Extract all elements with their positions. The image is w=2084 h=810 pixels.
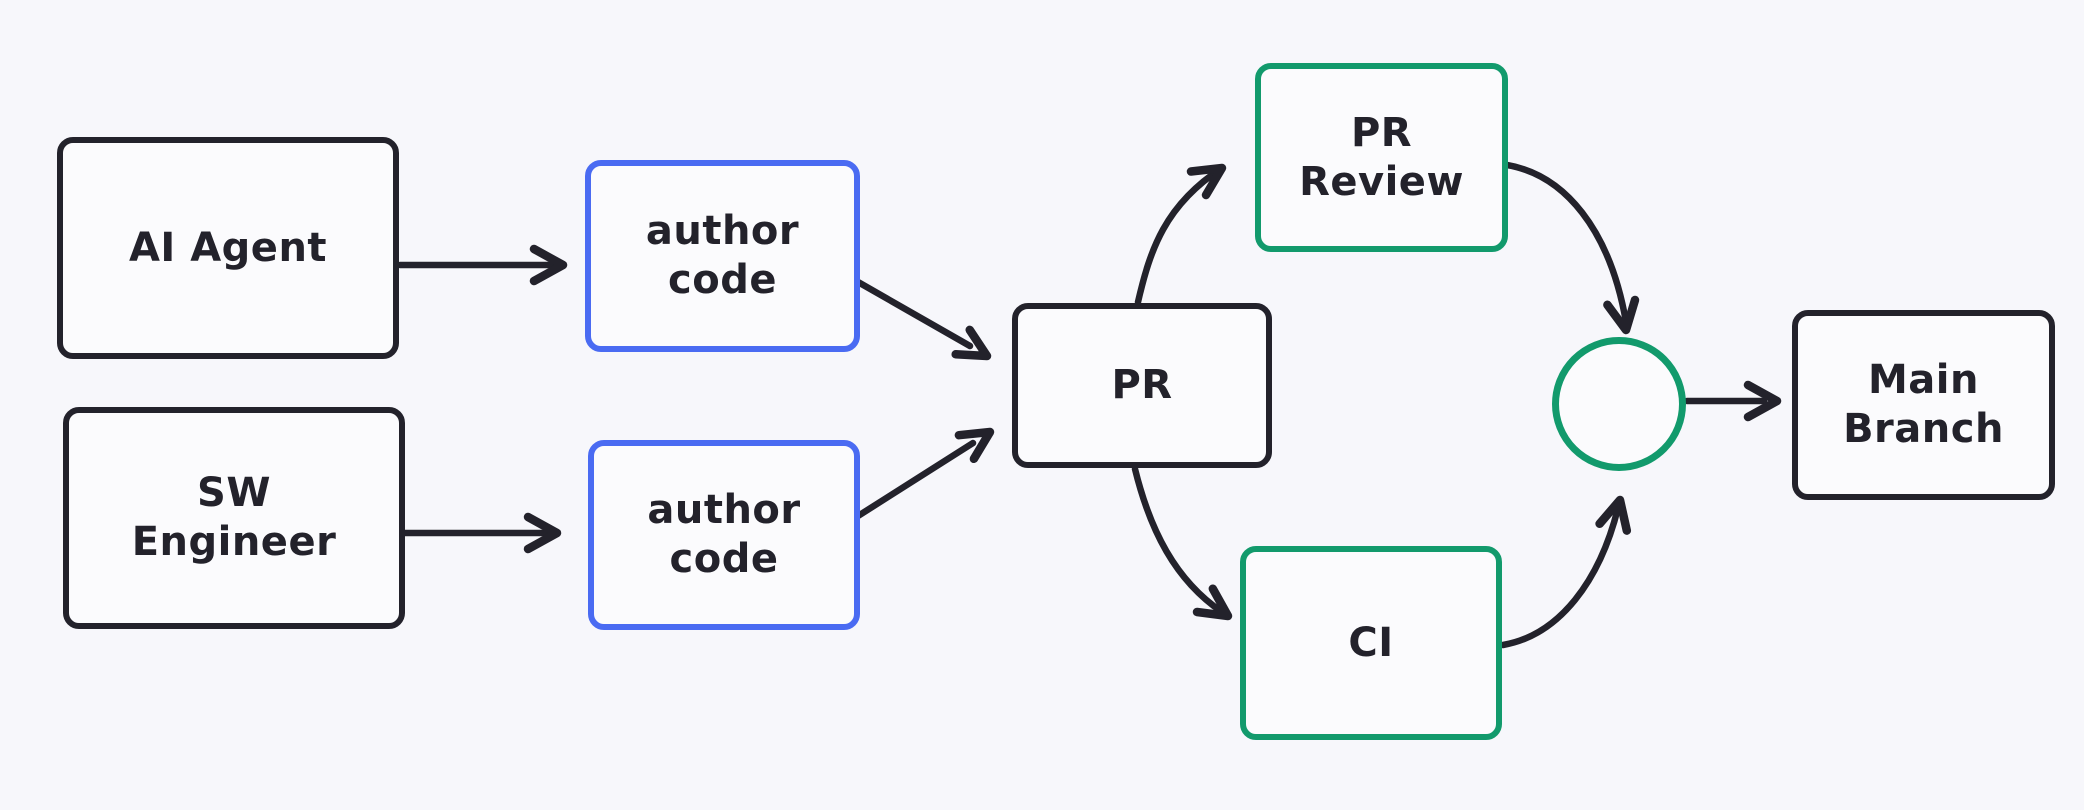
node-author-code-bottom-label: author code — [647, 487, 801, 582]
edge-author-code-top-to-pr[interactable] — [854, 278, 992, 361]
node-author-code-bottom[interactable]: author code — [588, 440, 860, 630]
node-ai-agent-label: AI Agent — [128, 224, 328, 271]
node-approved-check-circle[interactable] — [1552, 337, 1686, 471]
node-ci-label: CI — [1348, 619, 1394, 666]
node-ci[interactable]: CI — [1240, 546, 1502, 740]
edge-sw-engineer-to-author-code[interactable] — [401, 512, 562, 554]
node-author-code-top-label: author code — [645, 208, 800, 303]
node-author-code-top[interactable]: author code — [585, 160, 860, 352]
edge-pr-to-pr-review[interactable] — [1134, 163, 1227, 306]
edge-author-code-bottom-to-pr[interactable] — [854, 427, 995, 520]
edge-pr-to-ci[interactable] — [1131, 465, 1233, 621]
node-ai-agent[interactable]: AI Agent — [57, 137, 399, 359]
node-main-branch-label: Main Branch — [1843, 357, 2004, 452]
edge-check-to-main-branch[interactable] — [1683, 380, 1782, 422]
node-pr[interactable]: PR — [1012, 303, 1272, 468]
node-sw-engineer-label: SW Engineer — [131, 470, 337, 565]
node-pr-review[interactable]: PR Review — [1255, 63, 1508, 252]
node-main-branch[interactable]: Main Branch — [1792, 310, 2055, 500]
node-pr-review-label: PR Review — [1299, 109, 1464, 205]
edge-pr-review-to-check[interactable] — [1503, 161, 1640, 335]
node-sw-engineer[interactable]: SW Engineer — [63, 407, 405, 629]
node-pr-label: PR — [1111, 362, 1173, 409]
edge-ci-to-check[interactable] — [1499, 495, 1632, 649]
edge-ai-agent-to-author-code[interactable] — [396, 244, 568, 286]
